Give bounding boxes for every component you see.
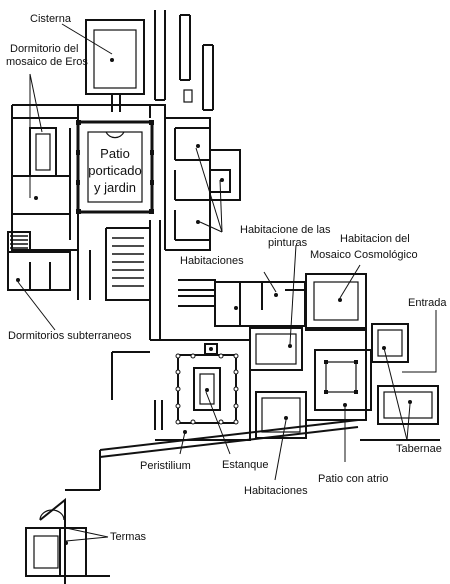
tabernae-block (365, 323, 439, 425)
patio-porticado (76, 120, 154, 214)
label-termas: Termas (110, 531, 147, 543)
termas-block (25, 497, 110, 584)
cisterna-block (85, 19, 145, 112)
label-peristilium: Peristilium (140, 460, 191, 472)
label-habitacion-cosmologico-line1: Habitacion del (340, 233, 410, 245)
peristilium (150, 339, 251, 441)
central-corridor (78, 104, 166, 118)
label-patio-con-atrio: Patio con atrio (318, 473, 388, 485)
label-patio-line2: porticado (88, 163, 141, 178)
south-boundary (65, 351, 440, 491)
label-habitaciones-norte: Habitaciones (180, 255, 244, 267)
label-dormitorios-subterraneos: Dormitorios subterraneos (8, 330, 132, 342)
north-corridors (154, 10, 214, 111)
label-estanque: Estanque (222, 459, 268, 471)
label-habitaciones-sur: Habitaciones (244, 485, 308, 497)
label-patio-line1: Patio (100, 146, 130, 161)
label-habitacione-pinturas-line1: Habitacione de las (240, 224, 331, 236)
label-habitacione-pinturas-line2: pinturas (268, 237, 308, 249)
label-cisterna: Cisterna (30, 13, 72, 25)
label-tabernae: Tabernae (396, 443, 442, 455)
habitaciones-sur-block (255, 391, 307, 439)
patio-con-atrio (314, 349, 372, 411)
central-stairs (105, 220, 161, 340)
dormitorios-subterraneos-block (7, 231, 91, 300)
label-dormitorio-eros-line1: Dormitorio del (10, 43, 78, 55)
pinturas-block (178, 279, 306, 371)
dormitorio-eros-block (11, 104, 79, 251)
label-patio-line3: y jardin (94, 180, 136, 195)
leader-lines (17, 23, 437, 542)
label-dormitorio-eros-line2: mosaico de Eros (6, 56, 88, 68)
label-entrada: Entrada (408, 297, 447, 309)
labels: Cisterna Dormitorio del mosaico de Eros … (6, 13, 447, 543)
label-habitacion-cosmologico-line2: Mosaico Cosmológico (310, 249, 418, 261)
habitaciones-norte-block (164, 117, 241, 251)
